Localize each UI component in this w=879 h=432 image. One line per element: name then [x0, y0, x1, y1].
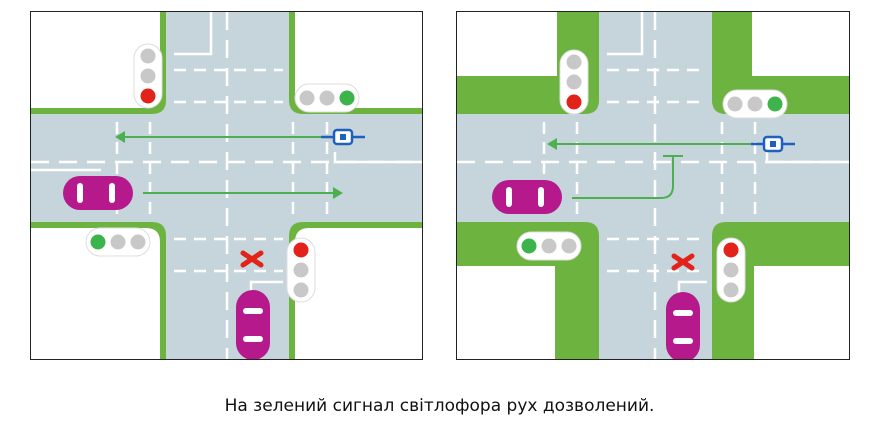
traffic-light-lamp: [561, 238, 577, 254]
building-bottom-left: [457, 266, 555, 359]
car-left-approach: [492, 180, 562, 214]
intersection-panel-right: [456, 11, 850, 360]
traffic-light-top-right: [294, 83, 360, 113]
intersection-diagram-right: [457, 12, 849, 359]
traffic-light-top-right: [722, 89, 788, 119]
cyclist: [751, 135, 795, 153]
car-body: [236, 290, 270, 359]
sidewalk-bottom-right: [295, 228, 422, 359]
traffic-light-lamp-lit: [140, 88, 156, 104]
car-window: [77, 183, 83, 203]
cyclist-head: [340, 134, 346, 140]
traffic-light-bottom-right: [716, 237, 746, 303]
traffic-light-lamp: [723, 262, 739, 278]
building-top-right: [752, 12, 849, 76]
traffic-light-lamp: [747, 96, 763, 112]
traffic-light-lamp: [299, 90, 315, 106]
traffic-light-lamp-lit: [293, 242, 309, 258]
caption: На зелений сигнал світлофора рух дозволе…: [224, 396, 655, 416]
traffic-light-lamp: [723, 282, 739, 298]
traffic-light-lamp-lit: [339, 90, 355, 106]
building-top-left: [31, 12, 123, 76]
traffic-light-lamp-lit: [521, 238, 537, 254]
car-window: [538, 187, 544, 207]
traffic-light-bottom-left: [85, 227, 151, 257]
building-top-left: [457, 12, 557, 76]
traffic-light-top-left: [133, 43, 163, 109]
car-body: [63, 176, 133, 210]
arrow-head: [115, 131, 125, 143]
lane-markings: [457, 12, 849, 359]
car-bottom-approach: [666, 292, 700, 359]
arrow-car-turn-left-blocked: [572, 156, 674, 199]
car-window: [243, 308, 263, 314]
traffic-light-top-left: [559, 49, 589, 115]
sidewalk-bottom-left: [31, 228, 160, 359]
intersection-diagram-left: [31, 12, 422, 359]
traffic-light-lamp: [541, 238, 557, 254]
arrow-head: [333, 187, 343, 199]
car-window: [673, 338, 693, 344]
stop-cross-mark: [240, 250, 264, 268]
traffic-light-bottom-right: [286, 237, 316, 303]
stop-cross-mark: [671, 253, 695, 271]
car-body: [492, 180, 562, 214]
car-body: [666, 292, 700, 359]
car-left-approach: [63, 176, 133, 210]
traffic-light-lamp: [566, 54, 582, 70]
traffic-light-lamp: [110, 234, 126, 250]
traffic-light-lamp: [319, 90, 335, 106]
car-window: [673, 310, 693, 316]
traffic-light-lamp: [727, 96, 743, 112]
cyclist-head: [770, 141, 776, 147]
traffic-light-bottom-left: [516, 231, 582, 261]
cyclist: [321, 128, 365, 146]
traffic-light-lamp-lit: [723, 242, 739, 258]
traffic-light-lamp-lit: [767, 96, 783, 112]
traffic-light-lamp: [293, 282, 309, 298]
traffic-light-lamp: [566, 74, 582, 90]
building-bottom-right: [754, 266, 849, 359]
intersection-panel-left: [30, 11, 423, 360]
lane-markings: [31, 12, 422, 359]
traffic-light-lamp: [140, 68, 156, 84]
traffic-light-lamp-lit: [90, 234, 106, 250]
stop-cross-stroke: [240, 250, 264, 268]
car-window: [506, 187, 512, 207]
traffic-light-lamp: [140, 48, 156, 64]
stop-cross-stroke: [671, 253, 695, 271]
traffic-light-lamp: [293, 262, 309, 278]
arrow-head: [547, 138, 557, 150]
car-window: [243, 336, 263, 342]
traffic-light-lamp: [130, 234, 146, 250]
traffic-light-lamp-lit: [566, 94, 582, 110]
car-bottom-approach: [236, 290, 270, 359]
car-window: [109, 183, 115, 203]
